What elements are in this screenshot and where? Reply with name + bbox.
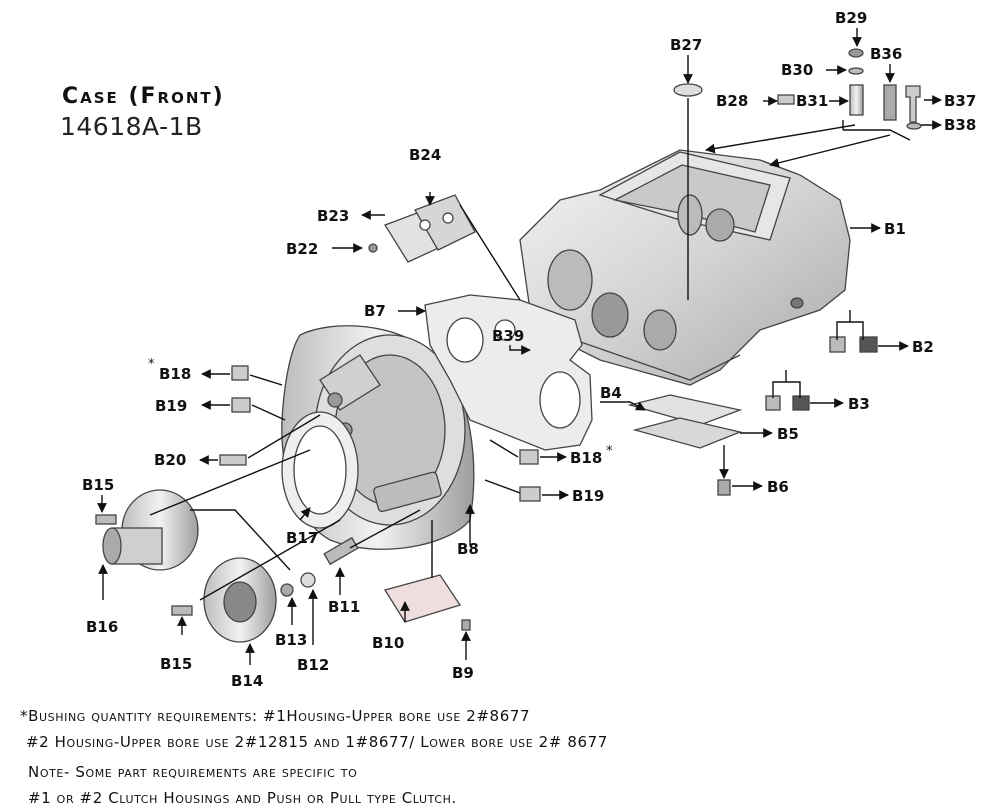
label-b11: B11 bbox=[328, 598, 360, 616]
bushing-note-line-1: *Bushing quantity requirements: #1Housin… bbox=[20, 707, 531, 725]
label-b18-right: B18 bbox=[570, 449, 602, 467]
label-b18-left: B18 bbox=[159, 365, 191, 383]
label-b24: B24 bbox=[409, 146, 441, 164]
part-number: 14618A-1B bbox=[60, 112, 203, 141]
label-b19-left: B19 bbox=[155, 397, 187, 415]
label-b18-asterisk: * bbox=[148, 357, 155, 372]
label-b31: B31 bbox=[796, 92, 828, 110]
label-b39: B39 bbox=[492, 327, 524, 345]
label-b9: B9 bbox=[452, 664, 474, 682]
label-b20: B20 bbox=[154, 451, 186, 469]
cover-plates bbox=[368, 194, 476, 263]
bearing-retainer bbox=[102, 411, 359, 643]
leader-lines bbox=[97, 28, 942, 665]
label-b2: B2 bbox=[912, 338, 934, 356]
label-b7: B7 bbox=[364, 302, 386, 320]
label-b27: B27 bbox=[670, 36, 702, 54]
top-small-parts bbox=[673, 48, 922, 130]
label-b4: B4 bbox=[600, 384, 622, 402]
label-b8: B8 bbox=[457, 540, 479, 558]
label-b19-right: B19 bbox=[572, 487, 604, 505]
label-b5: B5 bbox=[777, 425, 799, 443]
label-b16: B16 bbox=[86, 618, 118, 636]
label-b14: B14 bbox=[231, 672, 263, 690]
label-b28: B28 bbox=[716, 92, 748, 110]
label-b37: B37 bbox=[944, 92, 976, 110]
general-note-line-1: Note- Some part requirements are specifi… bbox=[28, 763, 358, 781]
label-b1: B1 bbox=[884, 220, 906, 238]
diagram-title: Case (Front) bbox=[62, 84, 225, 109]
label-b30: B30 bbox=[781, 61, 813, 79]
label-b12: B12 bbox=[297, 656, 329, 674]
label-b22: B22 bbox=[286, 240, 318, 258]
transmission-case bbox=[519, 149, 851, 386]
label-b38: B38 bbox=[944, 116, 976, 134]
label-b18-right-asterisk: * bbox=[606, 444, 613, 459]
label-b15-bottom: B15 bbox=[160, 655, 192, 673]
exploded-parts-diagram: B27 B29 B30 B36 B37 B38 B28 B31 B1 B2 B3… bbox=[82, 9, 976, 690]
label-b13: B13 bbox=[275, 631, 307, 649]
label-b36: B36 bbox=[870, 45, 902, 63]
label-b29: B29 bbox=[835, 9, 867, 27]
label-b3: B3 bbox=[848, 395, 870, 413]
label-b6: B6 bbox=[767, 478, 789, 496]
label-b10: B10 bbox=[372, 634, 404, 652]
bushing-note-line-2: #2 Housing-Upper bore use 2#12815 and 1#… bbox=[26, 733, 608, 751]
label-b17: B17 bbox=[286, 529, 318, 547]
gasket bbox=[424, 294, 593, 451]
right-small-parts bbox=[627, 336, 878, 496]
part-labels: B27 B29 B30 B36 B37 B38 B28 B31 B1 B2 B3… bbox=[82, 9, 976, 690]
general-note-line-2: #1 or #2 Clutch Housings and Push or Pul… bbox=[28, 789, 457, 807]
label-b23: B23 bbox=[317, 207, 349, 225]
label-b15-top: B15 bbox=[82, 476, 114, 494]
